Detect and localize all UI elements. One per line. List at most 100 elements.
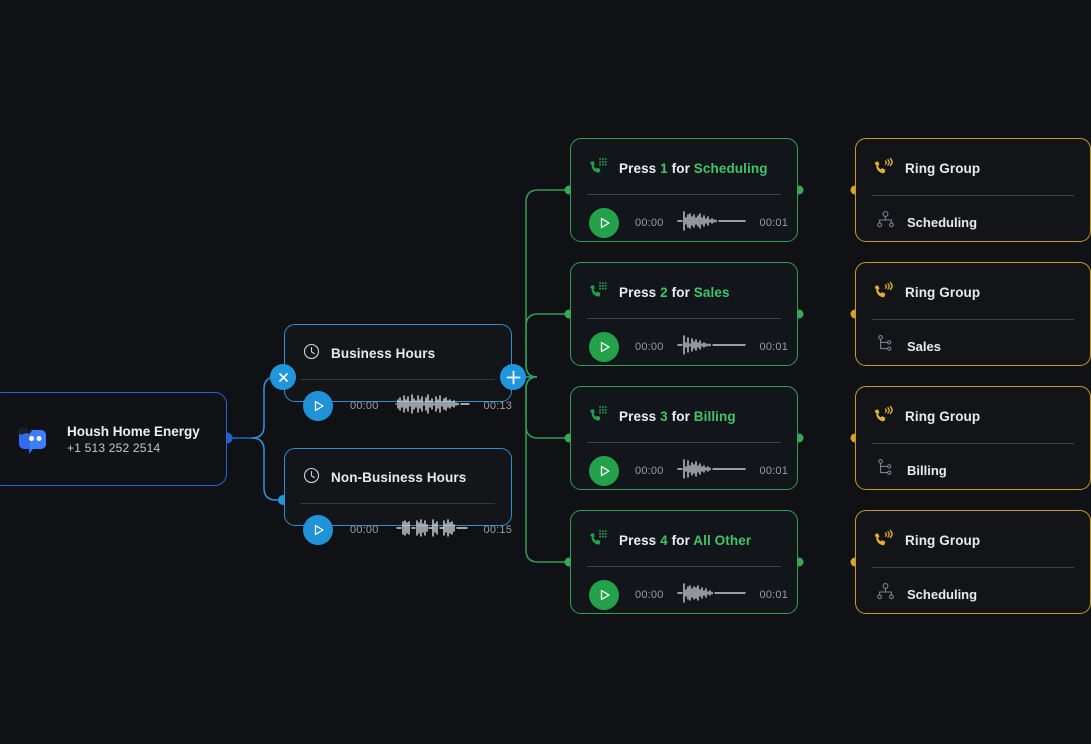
node-title: Business Hours bbox=[331, 346, 436, 361]
audio-time-start: 00:00 bbox=[635, 589, 664, 601]
card-header: Ring Group bbox=[856, 387, 1090, 429]
ringing-phone-icon bbox=[874, 280, 894, 305]
ivr-prompt: Press 1 for Scheduling bbox=[619, 161, 768, 176]
org-chart-icon bbox=[876, 582, 895, 606]
ivr-digit: 3 bbox=[660, 408, 668, 424]
ivr-prompt: Press 4 for All Other bbox=[619, 533, 751, 548]
audio-waveform[interactable] bbox=[676, 457, 749, 486]
divider bbox=[587, 194, 781, 195]
audio-time-end: 00:13 bbox=[483, 400, 513, 412]
card-header: Ring Group bbox=[856, 511, 1090, 553]
audio-time-start: 00:00 bbox=[350, 400, 379, 412]
audio-player[interactable]: 00:00 00:01 bbox=[571, 195, 797, 238]
play-icon[interactable] bbox=[303, 391, 333, 421]
ring-group-member[interactable]: Scheduling bbox=[856, 196, 1090, 234]
ring-group-node[interactable]: Ring Group Scheduling bbox=[855, 138, 1091, 242]
org-chart-icon bbox=[876, 210, 895, 234]
play-icon[interactable] bbox=[589, 208, 619, 238]
origin-name: Housh Home Energy bbox=[67, 423, 200, 439]
audio-time-end: 00:01 bbox=[759, 465, 789, 477]
audio-waveform[interactable] bbox=[395, 516, 470, 545]
ivr-destination: Scheduling bbox=[693, 160, 768, 176]
add-branch-button[interactable] bbox=[500, 364, 526, 390]
for-word: for bbox=[671, 408, 690, 424]
divider bbox=[872, 443, 1074, 444]
chat-bubble-mascot-icon bbox=[13, 421, 53, 457]
node-title: Ring Group bbox=[905, 408, 981, 424]
ring-group-node[interactable]: Ring Group Sales bbox=[855, 262, 1091, 366]
close-branch-button[interactable] bbox=[270, 364, 296, 390]
node-title: Ring Group bbox=[905, 160, 981, 176]
audio-time-end: 00:15 bbox=[483, 524, 513, 536]
divider bbox=[872, 195, 1074, 196]
press-word: Press bbox=[619, 160, 657, 176]
phone-keypad-icon bbox=[589, 156, 608, 180]
ivr-prompt: Press 3 for Billing bbox=[619, 409, 736, 424]
ring-group-member[interactable]: Sales bbox=[856, 320, 1090, 358]
audio-waveform[interactable] bbox=[676, 333, 749, 362]
audio-time-start: 00:00 bbox=[635, 341, 664, 353]
audio-waveform[interactable] bbox=[394, 392, 470, 421]
ring-group-node[interactable]: Ring Group Scheduling bbox=[855, 510, 1091, 614]
ivr-destination: All Other bbox=[693, 532, 752, 548]
play-icon[interactable] bbox=[589, 332, 619, 362]
audio-player[interactable]: 00:00 00:01 bbox=[571, 567, 797, 610]
card-header: Ring Group bbox=[856, 263, 1090, 305]
audio-waveform[interactable] bbox=[676, 209, 749, 238]
divider bbox=[872, 319, 1074, 320]
audio-time-start: 00:00 bbox=[350, 524, 379, 536]
phone-keypad-icon bbox=[589, 528, 608, 552]
for-word: for bbox=[671, 284, 690, 300]
card-header: Non-Business Hours bbox=[285, 449, 511, 491]
node-title: Ring Group bbox=[905, 284, 981, 300]
card-header: Press 3 for Billing bbox=[571, 387, 797, 429]
node-title: Non-Business Hours bbox=[331, 470, 467, 485]
ivr-option-node[interactable]: Press 1 for Scheduling 00:00 00:01 bbox=[570, 138, 798, 242]
for-word: for bbox=[671, 532, 690, 548]
origin-node[interactable]: Housh Home Energy +1 513 252 2514 bbox=[0, 392, 227, 486]
play-icon[interactable] bbox=[589, 456, 619, 486]
ring-group-node[interactable]: Ring Group Billing bbox=[855, 386, 1091, 490]
audio-waveform[interactable] bbox=[676, 581, 749, 610]
ivr-digit: 1 bbox=[660, 160, 668, 176]
tree-branch-icon bbox=[876, 334, 895, 358]
audio-player[interactable]: 00:00 00:15 bbox=[285, 504, 513, 545]
ringing-phone-icon bbox=[874, 156, 894, 181]
card-header: Ring Group bbox=[856, 139, 1090, 181]
business-hours-node[interactable]: Business Hours 00:00 bbox=[284, 324, 512, 421]
audio-player[interactable]: 00:00 00:13 bbox=[285, 380, 513, 421]
ivr-option-node[interactable]: Press 2 for Sales 00:00 00:01 bbox=[570, 262, 798, 366]
divider bbox=[301, 503, 495, 504]
ring-group-member[interactable]: Billing bbox=[856, 444, 1090, 482]
for-word: for bbox=[671, 160, 690, 176]
press-word: Press bbox=[619, 408, 657, 424]
clock-icon bbox=[303, 467, 320, 489]
audio-player[interactable]: 00:00 00:01 bbox=[571, 443, 797, 486]
divider bbox=[587, 442, 781, 443]
divider bbox=[301, 379, 495, 380]
member-name: Billing bbox=[907, 462, 947, 478]
play-icon[interactable] bbox=[589, 580, 619, 610]
ivr-option-node[interactable]: Press 4 for All Other 00:00 00:01 bbox=[570, 510, 798, 614]
member-name: Scheduling bbox=[907, 214, 978, 230]
ivr-option-node[interactable]: Press 3 for Billing 00:00 00:01 bbox=[570, 386, 798, 490]
member-name: Sales bbox=[907, 338, 941, 354]
audio-time-start: 00:00 bbox=[635, 465, 664, 477]
play-icon[interactable] bbox=[303, 515, 333, 545]
card-header: Press 1 for Scheduling bbox=[571, 139, 797, 181]
non-business-hours-node[interactable]: Non-Business Hours 00:00 00:15 bbox=[284, 448, 512, 545]
ivr-destination: Billing bbox=[693, 408, 736, 424]
ring-group-member[interactable]: Scheduling bbox=[856, 568, 1090, 606]
divider bbox=[872, 567, 1074, 568]
audio-time-end: 00:01 bbox=[759, 217, 789, 229]
divider bbox=[587, 566, 781, 567]
tree-branch-icon bbox=[876, 458, 895, 482]
audio-time-end: 00:01 bbox=[759, 341, 789, 353]
ivr-digit: 4 bbox=[660, 532, 668, 548]
audio-player[interactable]: 00:00 00:01 bbox=[571, 319, 797, 362]
origin-phone: +1 513 252 2514 bbox=[67, 440, 161, 455]
audio-time-end: 00:01 bbox=[759, 589, 789, 601]
press-word: Press bbox=[619, 532, 657, 548]
